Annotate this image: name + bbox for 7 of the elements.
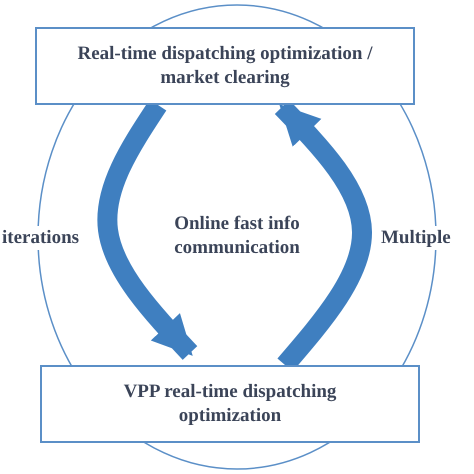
- node-text: VPP real-time dispatching optimization: [122, 380, 338, 428]
- process-box: [40, 365, 420, 443]
- side-label: Online fast info communication: [173, 212, 301, 260]
- process-box: [35, 27, 415, 105]
- side-label: Multiple: [381, 226, 451, 250]
- node-text: Real-time dispatching optimization / market clearing: [76, 42, 374, 90]
- side-label: iterations: [2, 226, 80, 250]
